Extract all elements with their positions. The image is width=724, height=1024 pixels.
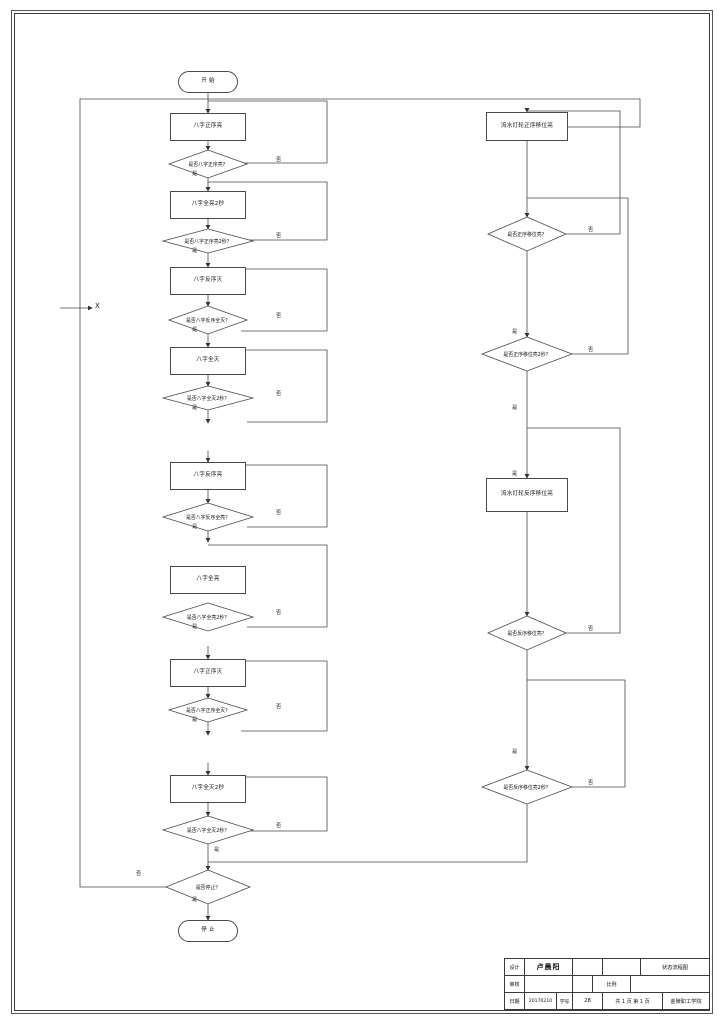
process-box-1: 八字正序亮 bbox=[170, 113, 246, 141]
sheet-border-inner bbox=[14, 13, 710, 1011]
title-block-row-date: 日期 20170210 学号 28 共 1 页 第 1 页 金陵职工学院 bbox=[505, 993, 709, 1009]
edge-label-yes-2: 是 bbox=[192, 248, 198, 254]
cell-design-blank-1 bbox=[573, 959, 603, 975]
edge-label-yes-7: 是 bbox=[192, 717, 198, 723]
value-student-id: 28 bbox=[573, 993, 603, 1009]
process-box-4: 八字全灭 bbox=[170, 347, 246, 375]
cell-review-blank bbox=[573, 976, 593, 992]
edge-label-no-1: 否 bbox=[276, 157, 282, 163]
edge-label-no-right-4: 否 bbox=[588, 780, 594, 786]
process-box-6: 八字全亮 bbox=[170, 566, 246, 594]
process-box-2: 八字全亮2秒 bbox=[170, 191, 246, 219]
edge-label-yes-right-2: 是 bbox=[512, 405, 518, 411]
process-box-5: 八字反序亮 bbox=[170, 462, 246, 490]
process-box-right-2: 流水灯轮反序移位亮 bbox=[486, 478, 568, 512]
edge-label-yes-4: 是 bbox=[192, 405, 198, 411]
edge-label-no-stop: 否 bbox=[136, 871, 142, 877]
value-date: 20170210 bbox=[525, 993, 557, 1009]
edge-label-yes-right-2b: 是 bbox=[512, 471, 518, 477]
value-reviewer-name bbox=[525, 976, 573, 992]
flow-start-node: 开 始 bbox=[178, 71, 238, 93]
edge-label-yes-3: 是 bbox=[192, 327, 198, 333]
edge-label-no-3: 否 bbox=[276, 313, 282, 319]
process-box-8: 八字全灭2秒 bbox=[170, 775, 246, 803]
drawing-title: 状态流程图 bbox=[662, 964, 688, 971]
label-student-id: 学号 bbox=[557, 993, 573, 1009]
edge-label-yes-8: 是 bbox=[214, 847, 220, 853]
cell-design-blank-2 bbox=[603, 959, 641, 975]
edge-label-no-right-3: 否 bbox=[588, 626, 594, 632]
edge-label-no-4: 否 bbox=[276, 391, 282, 397]
title-block-row-review: 审核 比例 bbox=[505, 976, 709, 993]
edge-label-yes-right-3: 是 bbox=[512, 749, 518, 755]
value-designer-name: 卢晨阳 bbox=[525, 959, 573, 975]
value-scale bbox=[631, 976, 709, 992]
label-designer: 设计 bbox=[505, 959, 525, 975]
value-page-count: 共 1 页 第 1 页 bbox=[603, 993, 663, 1009]
flow-stop-node: 停 止 bbox=[178, 920, 238, 942]
edge-label-yes-stop: 是 bbox=[192, 897, 198, 903]
label-reviewer: 审核 bbox=[505, 976, 525, 992]
title-block: 设计 卢晨阳 状态流程图 审核 比例 日期 20170210 学号 28 共 1… bbox=[504, 958, 710, 1010]
edge-label-no-6: 否 bbox=[276, 610, 282, 616]
edge-label-no-7: 否 bbox=[276, 704, 282, 710]
title-block-row-design: 设计 卢晨阳 状态流程图 bbox=[505, 959, 709, 976]
sheet-border-outer bbox=[11, 10, 713, 1014]
edge-label-yes-6: 是 bbox=[192, 624, 198, 630]
label-scale: 比例 bbox=[593, 976, 631, 992]
edge-label-no-8: 否 bbox=[276, 823, 282, 829]
process-box-3: 八字反序灭 bbox=[170, 267, 246, 295]
process-box-7: 八字正序灭 bbox=[170, 659, 246, 687]
edge-label-yes-1: 是 bbox=[192, 171, 198, 177]
value-institution: 金陵职工学院 bbox=[670, 998, 702, 1005]
edge-label-no-2: 否 bbox=[276, 233, 282, 239]
edge-label-no-5: 否 bbox=[276, 510, 282, 516]
edge-label-yes-right-1: 是 bbox=[512, 329, 518, 335]
connector-label-x: X bbox=[95, 302, 100, 310]
edge-label-no-right-2: 否 bbox=[588, 347, 594, 353]
label-date: 日期 bbox=[505, 993, 525, 1009]
edge-label-yes-5: 是 bbox=[192, 524, 198, 530]
edge-label-no-right-1: 否 bbox=[588, 227, 594, 233]
process-box-right-1: 流水灯轮正序移位亮 bbox=[486, 112, 568, 141]
